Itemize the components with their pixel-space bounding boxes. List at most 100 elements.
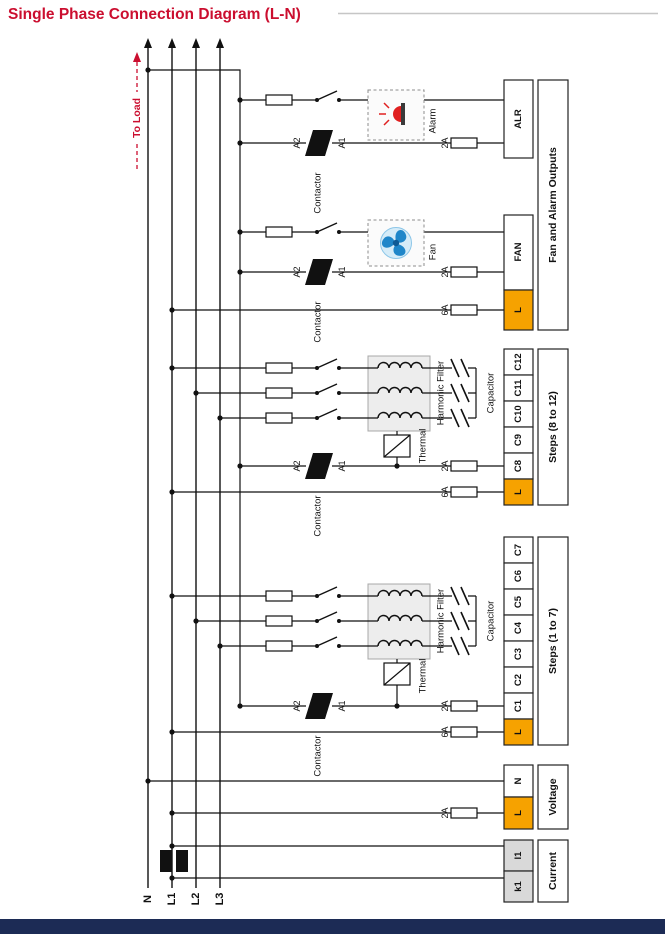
group-box-steps-1-7	[537, 536, 569, 746]
fuse-icon	[265, 226, 293, 238]
switch-contact-icon	[314, 383, 342, 396]
terminal-c5	[503, 588, 534, 616]
terminal-c3	[503, 640, 534, 668]
fuse-icon	[265, 590, 293, 602]
group-label-voltage: Voltage	[547, 778, 559, 815]
bus-arrow-icon	[144, 38, 152, 48]
fan-label: Fan	[428, 244, 439, 260]
fuse-2a-label: 2A	[440, 700, 450, 711]
terminal-c9	[503, 426, 534, 454]
fuse-icon	[265, 412, 293, 424]
coil-a2-label: A2	[292, 266, 302, 277]
contactor-coil-icon	[305, 693, 333, 719]
contactor-coil-icon	[305, 130, 333, 156]
bus-arrow-icon	[216, 38, 224, 48]
group-box-current	[537, 839, 569, 903]
current-circuit	[160, 845, 504, 879]
switch-contact-icon	[314, 358, 342, 371]
fuse-icon	[450, 266, 478, 278]
fuse-icon	[450, 700, 478, 712]
harmonic-filter-label: Harmonic Filter	[436, 589, 447, 653]
contactor-coil-icon	[305, 259, 333, 285]
contactor-label: Contactor	[313, 495, 324, 536]
fuse-icon	[450, 807, 478, 819]
harmonic-filter-label: Harmonic Filter	[436, 361, 447, 425]
fuse-6a-label: 6A	[440, 486, 450, 497]
to-load-label: To Load	[131, 98, 143, 138]
coil-a1-label: A1	[337, 137, 347, 148]
steps-8-12-circuit: Harmonic Filter Capacitor Thermal A2 A1 …	[172, 355, 504, 537]
alarm-label: Alarm	[428, 109, 439, 134]
fuse-6a-label: 6A	[440, 304, 450, 315]
thermal-label: Thermal	[418, 659, 429, 694]
fuse-icon	[450, 726, 478, 738]
capacitor-icon	[450, 636, 470, 656]
terminal-c5-label: C5	[513, 595, 524, 608]
fuse-2a-label: 2A	[440, 460, 450, 471]
fuse-icon	[265, 362, 293, 374]
to-load-arrow: To Load	[131, 52, 143, 172]
terminal-c8-label: C8	[513, 460, 524, 472]
bus-label-l2: L2	[190, 893, 202, 906]
group-label-steps-8-12: Steps (8 to 12)	[547, 391, 559, 463]
fuse-icon	[265, 94, 293, 106]
terminal-fan	[503, 214, 534, 291]
capacitor-icon	[450, 358, 470, 378]
terminal-current-k1-label: k1	[513, 881, 524, 892]
bus-arrow-icon	[192, 38, 200, 48]
group-label-steps-1-7: Steps (1 to 7)	[547, 608, 559, 674]
terminal-current-l1-label: l1	[513, 851, 524, 860]
switch-contact-icon	[314, 611, 342, 624]
terminal-l	[503, 796, 534, 830]
group-box-fan-alarm	[537, 79, 569, 331]
terminal-c12-label: C12	[513, 353, 524, 370]
fuse-icon	[265, 387, 293, 399]
terminal-fan-label: FAN	[513, 242, 524, 261]
fuse-2a-label: 2A	[440, 266, 450, 277]
footer-bar	[0, 919, 665, 934]
terminal-c1-label: C1	[513, 699, 524, 712]
capacitor-icon	[450, 611, 470, 631]
capacitor-label: Capacitor	[486, 601, 497, 642]
capacitor-icon	[450, 408, 470, 428]
page-title: Single Phase Connection Diagram (L-N)	[8, 6, 301, 23]
terminal-l-label: L	[513, 810, 524, 816]
group-label-current: Current	[547, 852, 559, 890]
capacitor-label: Capacitor	[486, 373, 497, 414]
terminal-blocks: ALR FAN L Fan and Alarm Outputs C12 C11 …	[503, 79, 569, 903]
group-label-fan-alarm: Fan and Alarm Outputs	[547, 147, 559, 263]
terminal-c10-label: C10	[513, 405, 524, 422]
terminal-c11	[503, 374, 534, 402]
coil-a1-label: A1	[337, 700, 347, 711]
terminal-c2-label: C2	[513, 674, 524, 686]
to-load-arrow-icon	[133, 52, 141, 62]
terminal-c9-label: C9	[513, 434, 524, 446]
fuse-icon	[450, 486, 478, 498]
contactor-coil-icon	[305, 453, 333, 479]
bus-label-l3: L3	[214, 893, 226, 906]
terminal-c1	[503, 692, 534, 720]
coil-a2-label: A2	[292, 137, 302, 148]
bus-label-n: N	[142, 895, 154, 903]
coil-a2-label: A2	[292, 460, 302, 471]
terminal-c6-label: C6	[513, 570, 524, 582]
fuse-2a-label: 2A	[440, 807, 450, 818]
neutral-feed-line	[148, 69, 241, 706]
terminal-current-k1	[503, 870, 534, 903]
terminal-l	[503, 718, 534, 746]
switch-contact-icon	[314, 222, 342, 235]
terminal-c7-label: C7	[513, 544, 524, 556]
capacitor-icon	[450, 586, 470, 606]
bus-arrow-icon	[168, 38, 176, 48]
contactor-label: Contactor	[313, 172, 324, 213]
junction-dots	[145, 67, 400, 881]
terminal-l-label: L	[513, 307, 524, 313]
terminal-alr	[503, 79, 534, 159]
terminal-l	[503, 289, 534, 331]
contactor-label: Contactor	[313, 735, 324, 776]
switch-contact-icon	[314, 586, 342, 599]
current-transformer-icon	[160, 850, 188, 872]
terminal-c4	[503, 614, 534, 642]
fan-icon	[380, 227, 412, 259]
fan-circuit: Fan A2 A1 Contactor 2A 6A	[172, 219, 504, 343]
